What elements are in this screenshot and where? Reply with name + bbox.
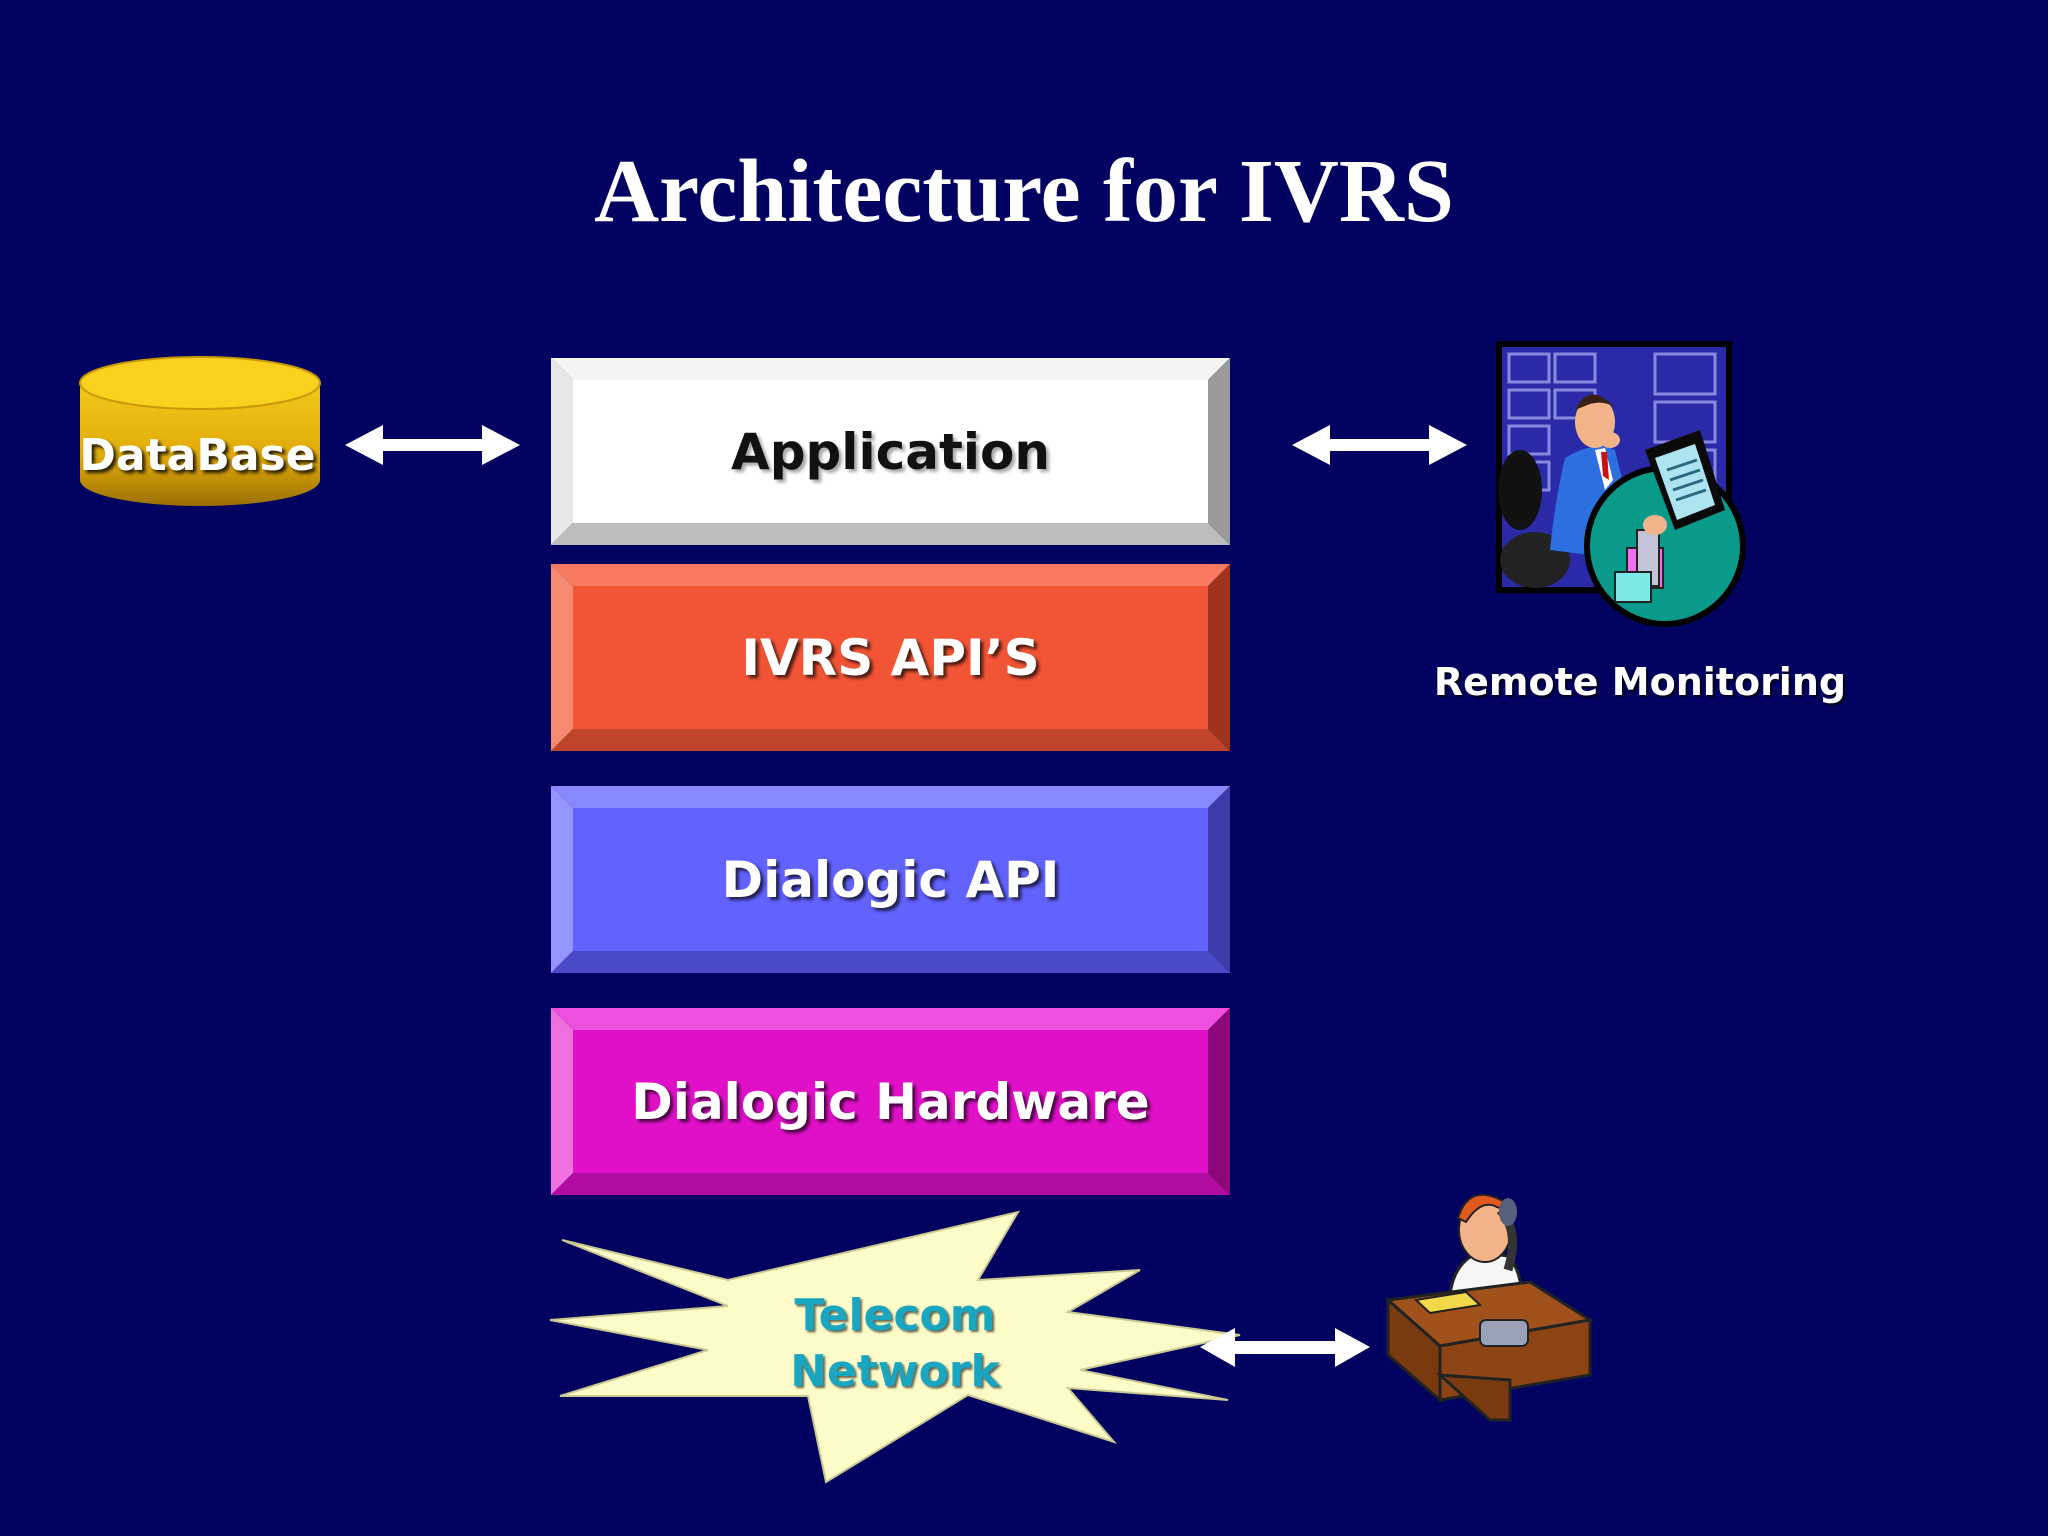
double-arrow-icon [1200,1328,1370,1367]
layer-dialogic-hardware-label: Dialogic Hardware [631,1072,1150,1131]
telecom-network-label: Telecom Network [720,1288,1070,1400]
layer-application-label: Application [731,422,1050,481]
layer-ivrs-api-label: IVRS API’S [741,628,1040,687]
remote-monitoring-clipart-icon [1496,341,1746,627]
layer-dialogic-api: Dialogic API [551,786,1230,973]
telecom-burst-icon [549,1210,1241,1484]
telecom-line-2: Network [790,1346,1000,1397]
layer-application: Application [551,358,1230,545]
telecom-line-1: Telecom [794,1290,996,1341]
layer-dialogic-api-label: Dialogic API [721,850,1060,909]
caller-clipart-icon [1384,1193,1595,1422]
remote-monitoring-label: Remote Monitoring [1433,660,1847,704]
slide-title: Architecture for IVRS [594,142,1454,241]
layer-dialogic-hardware: Dialogic Hardware [551,1008,1230,1195]
double-arrow-icon [345,425,520,465]
database-label: DataBase [79,430,316,481]
database-icon [79,356,321,506]
double-arrow-icon [1292,425,1467,465]
layer-ivrs-api: IVRS API’S [551,564,1230,751]
